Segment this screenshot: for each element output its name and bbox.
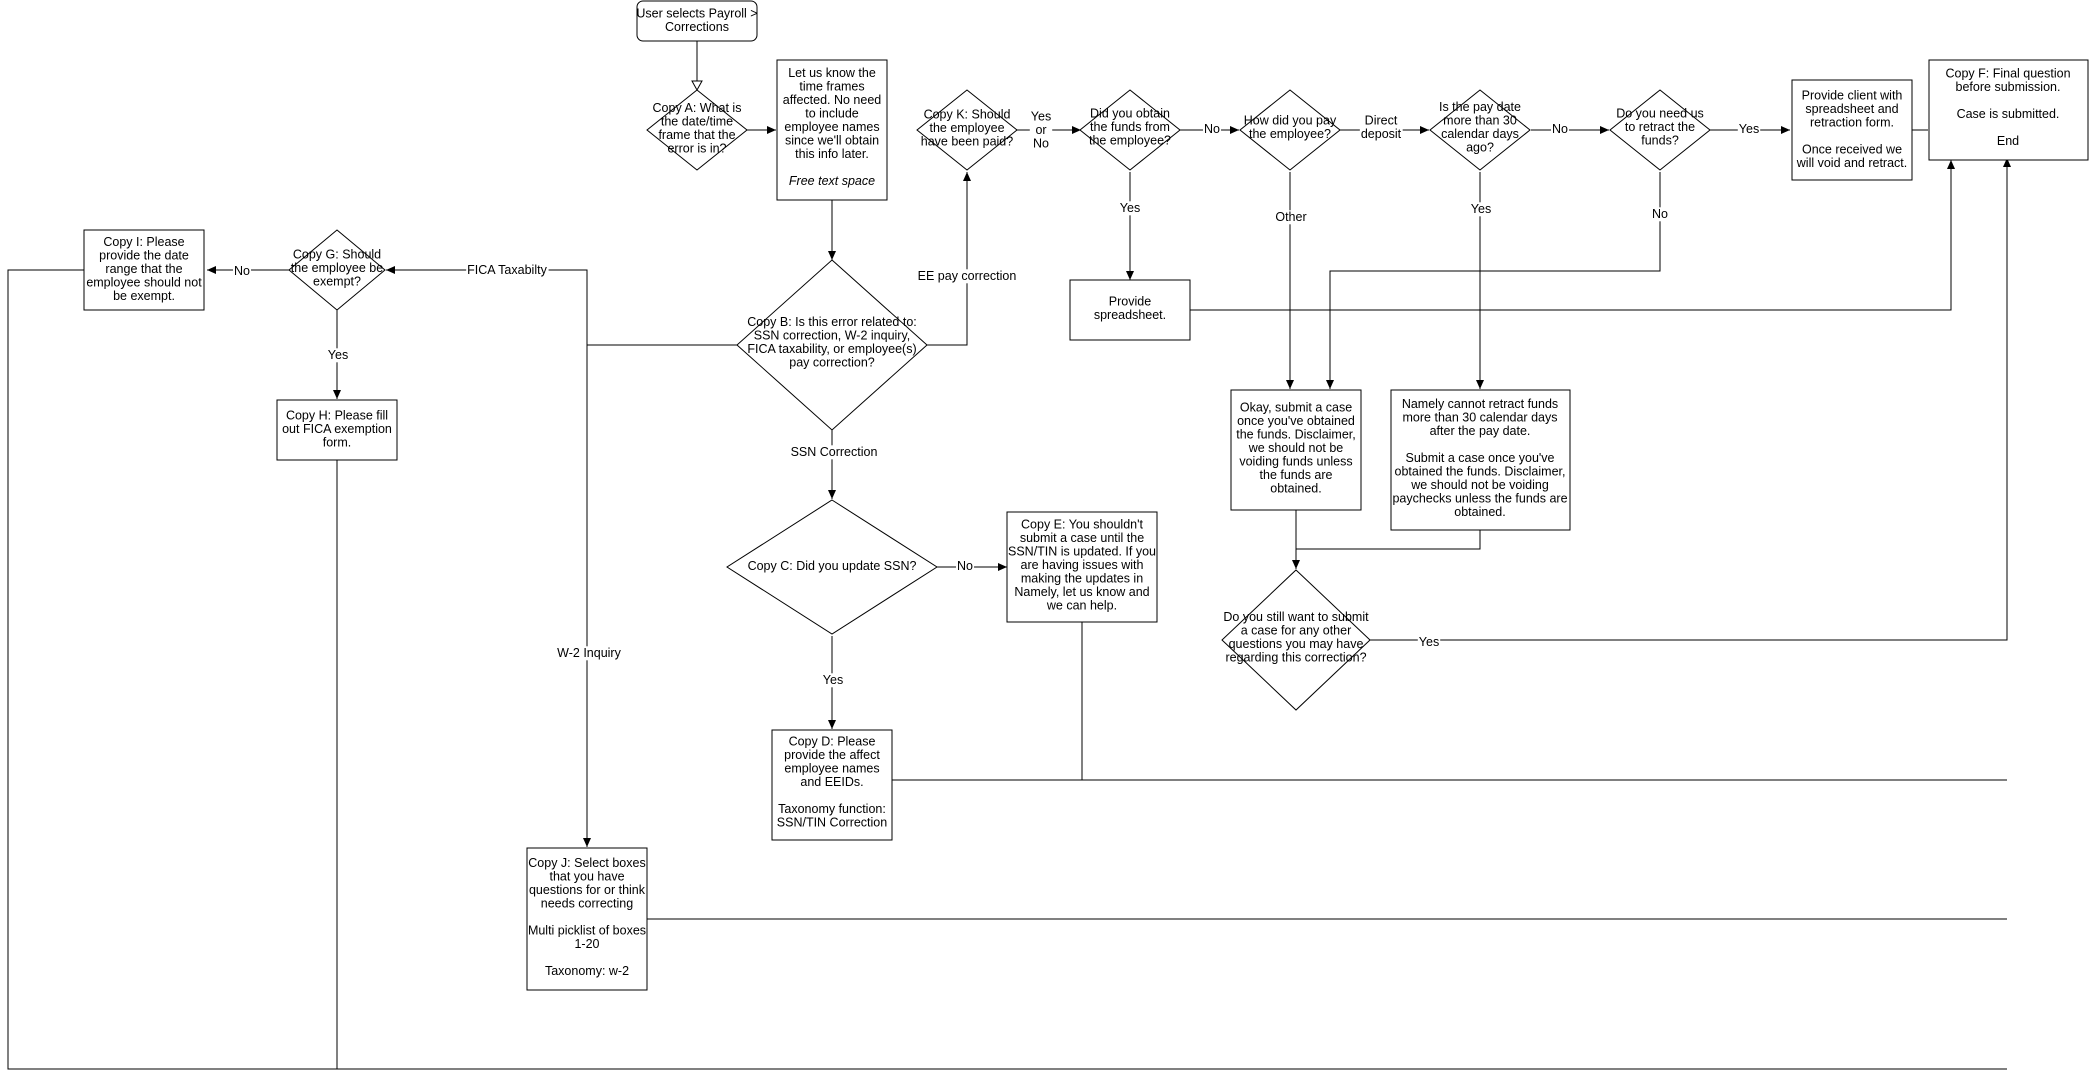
label-yes-g: Yes [328,348,348,362]
edge-copy-b-to-copy-g [386,266,737,346]
label-ee-pay: EE pay correction [918,269,1017,283]
label-no-30: No [1552,122,1568,136]
edges [7,41,2011,1070]
label-yes-retract: Yes [1739,122,1759,136]
label-yes-obtain: Yes [1120,201,1140,215]
edge-still-submit-to-copy-f [1370,158,2011,641]
edge-namely-cannot-to-still-submit [1296,530,1481,550]
copy-b-decision[interactable]: Copy B: Is this error related to:SSN cor… [736,259,928,431]
copy-c-decision[interactable]: Copy C: Did you update SSN? [726,499,938,635]
label-yes-30: Yes [1471,202,1491,216]
start-node-text: User selects Payroll >Corrections [636,7,757,35]
copy-b-text: Copy B: Is this error related to:SSN cor… [747,315,917,370]
label-no-obtain: No [1204,122,1220,136]
nodes: User selects Payroll >Corrections Copy A… [83,0,2089,991]
label-yes-c: Yes [823,673,843,687]
edge-copy-i-to-copy-f [7,269,2007,1070]
edge-retract-to-okay-submit [1326,172,1661,389]
label-yes-still: Yes [1419,635,1439,649]
label-fica: FICA Taxabilty [467,263,547,277]
copy-c-text: Copy C: Did you update SSN? [748,559,917,573]
label-no-c: No [957,559,973,573]
label-ssn-correction: SSN Correction [791,445,878,459]
label-no-g: No [234,264,250,278]
edge-copy-b-to-copy-k [927,172,971,346]
edge-copy-e-to-copy-f [1081,622,2007,781]
edge-spreadsheet-to-copy-f [1190,160,1955,311]
label-other: Other [1275,210,1306,224]
start-node[interactable]: User selects Payroll >Corrections [636,0,758,42]
label-w2: W-2 Inquiry [557,646,621,660]
label-no-retract: No [1652,207,1668,221]
